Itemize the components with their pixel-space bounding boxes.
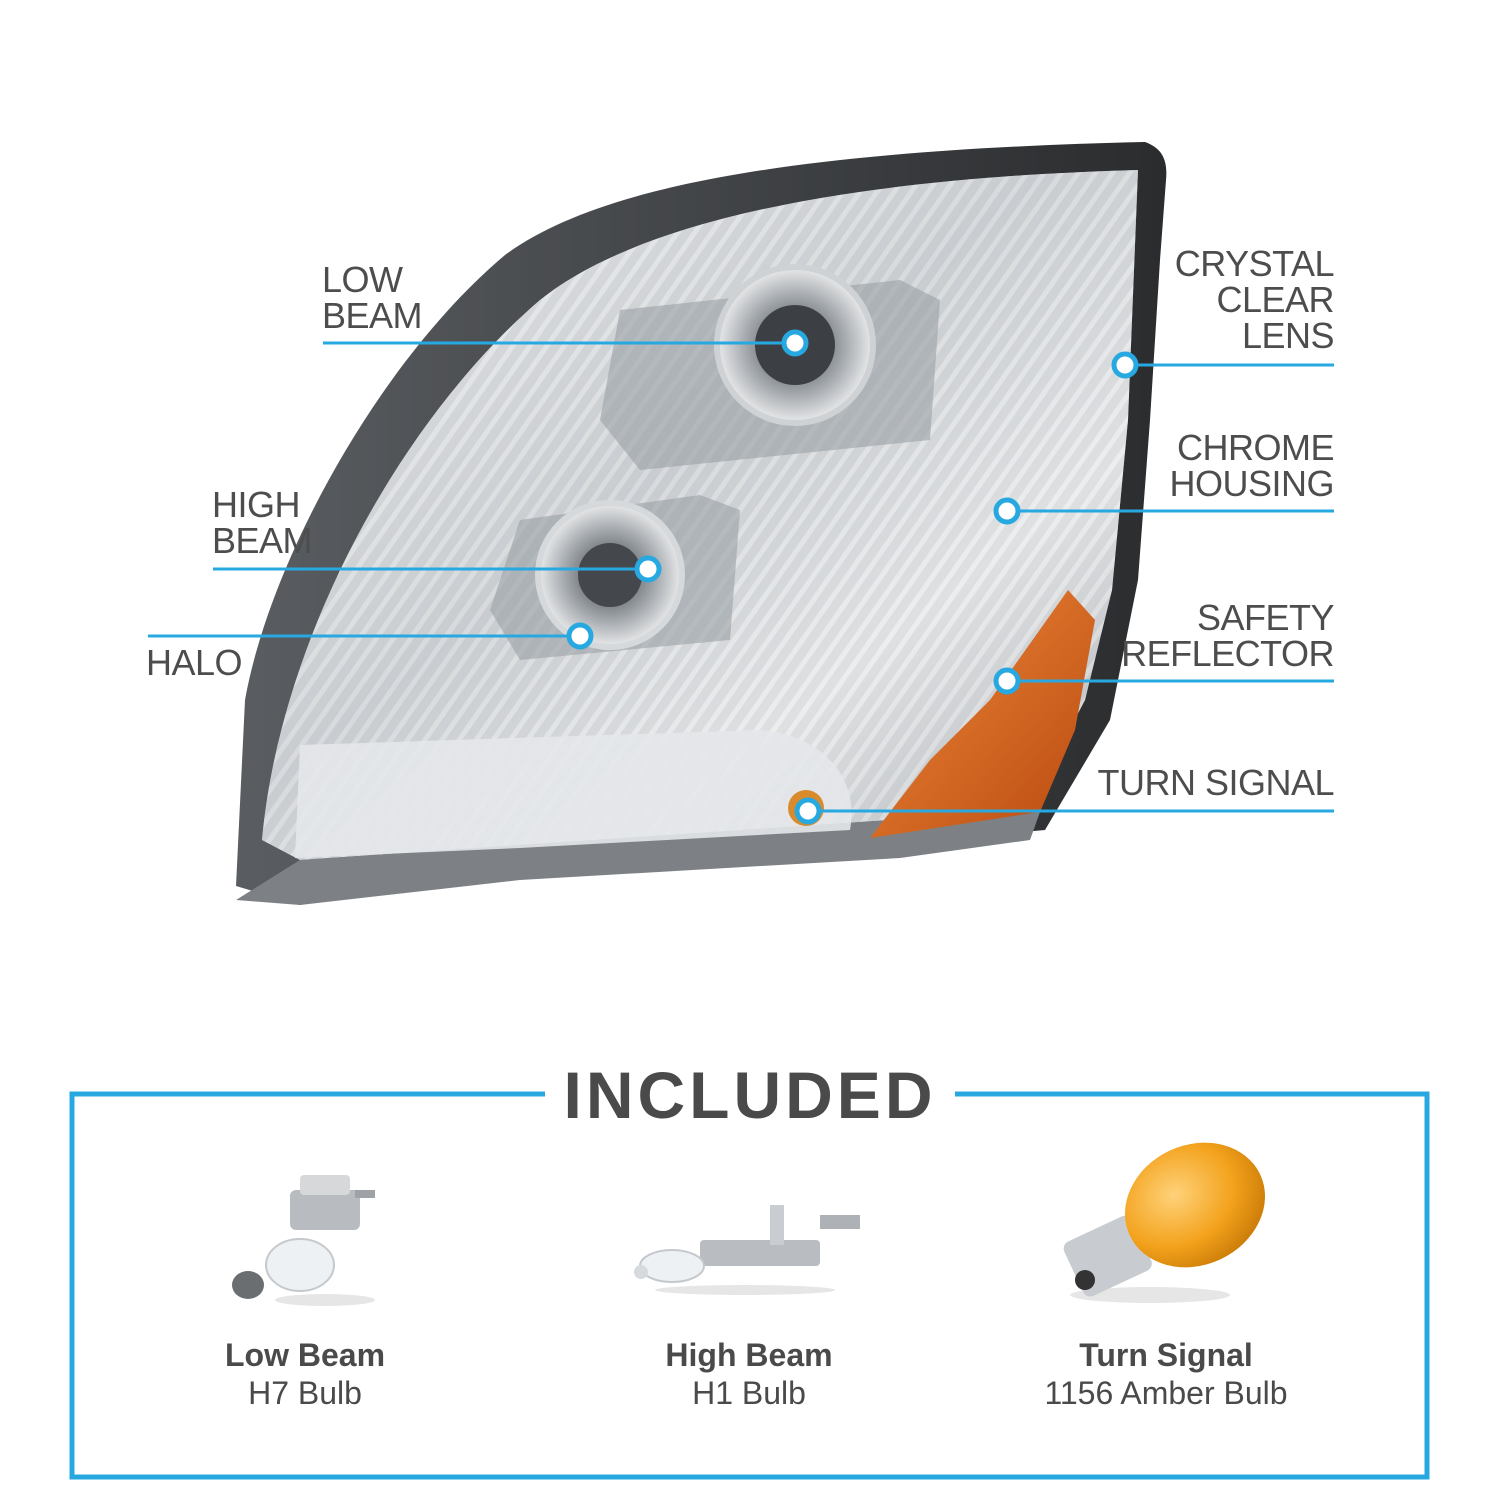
turn-signal-shape (295, 730, 852, 858)
callout-lines (148, 341, 1334, 813)
callout-chrome-housing: CHROME HOUSING (1169, 427, 1334, 504)
callout-halo: HALO (146, 642, 243, 683)
amber-bulb-image (1063, 1142, 1266, 1303)
callout-low-beam: LOW BEAM (322, 259, 423, 336)
bulb-caption-low-beam: Low Beam H7 Bulb (224, 1337, 386, 1411)
callout-turn-signal: TURN SIGNAL (1097, 762, 1334, 803)
callout-crystal-clear-lens: CRYSTAL CLEAR LENS (1174, 243, 1335, 356)
lower-trim (236, 812, 1040, 905)
included-frame (69, 1091, 1430, 1480)
callout-dots (566, 329, 1139, 825)
safety-reflector-shape (870, 590, 1095, 838)
h1-bulb-image (634, 1205, 860, 1295)
included-title: INCLUDED (563, 1058, 937, 1132)
h7-bulb-image (232, 1175, 375, 1306)
bulb-caption-high-beam: High Beam H1 Bulb (665, 1337, 833, 1411)
bulb-caption-turn-signal: Turn Signal 1156 Amber Bulb (1044, 1337, 1288, 1411)
callout-safety-reflector: SAFETY REFLECTOR (1121, 597, 1334, 674)
callout-high-beam: HIGH BEAM (212, 484, 313, 561)
